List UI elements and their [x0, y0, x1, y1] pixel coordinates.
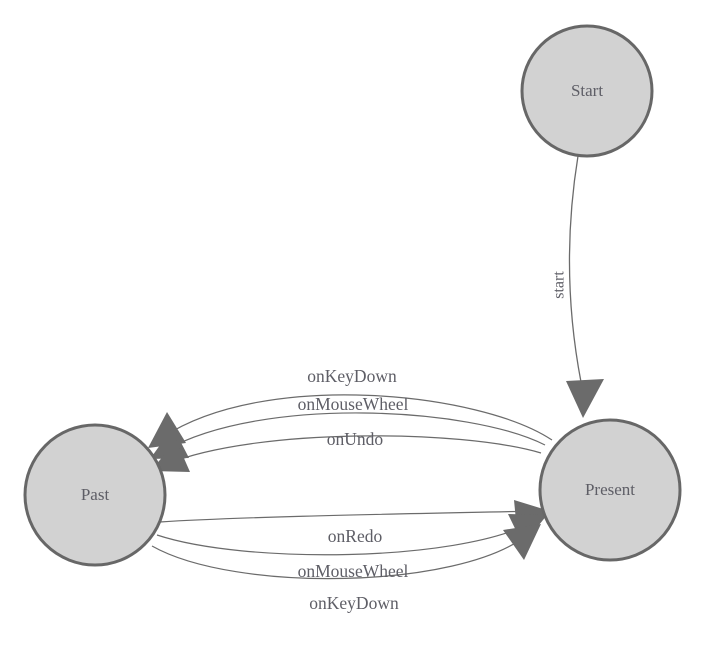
- node-start-circle: [520, 24, 654, 158]
- edge-labels-layer: start onKeyDown onMouseWheel onUndo onRe…: [298, 271, 568, 613]
- edge-start-to-present[interactable]: [566, 155, 604, 418]
- edge-past-to-present-onkeydown-path: [151, 534, 528, 580]
- edge-present-to-past-onkeydown-path: [162, 394, 553, 441]
- edge-label-start: start: [551, 271, 568, 299]
- edge-past-to-present-onkeydown[interactable]: [151, 524, 541, 580]
- arrowhead-start-to-present: [566, 379, 604, 418]
- arrowhead-past-to-present-onkeydown: [503, 524, 541, 560]
- node-past-circle: [23, 423, 167, 567]
- node-present-label: Present: [585, 480, 635, 499]
- node-start[interactable]: Start: [520, 24, 654, 158]
- edge-label-present-to-past-onundo: onUndo: [327, 429, 384, 449]
- nodes-layer: Start Past Present: [23, 24, 682, 567]
- node-present-circle: [538, 418, 682, 562]
- node-past-label: Past: [81, 485, 110, 504]
- node-start-label: Start: [571, 81, 603, 100]
- arrowhead-present-to-past-onundo: [151, 440, 190, 472]
- edge-label-past-to-present-onredo: onRedo: [328, 526, 383, 546]
- edge-label-past-to-present-onmousewheel: onMouseWheel: [298, 561, 409, 581]
- node-present[interactable]: Present: [538, 418, 682, 562]
- edge-present-to-past-onundo[interactable]: [151, 435, 542, 472]
- node-past[interactable]: Past: [23, 423, 167, 567]
- edge-start-to-present-path: [568, 155, 584, 393]
- edge-label-past-to-present-onkeydown: onKeyDown: [309, 593, 399, 613]
- edges-layer: [148, 155, 604, 580]
- edge-present-to-past-onundo-path: [166, 435, 542, 465]
- edge-past-to-present-onmousewheel-path: [156, 522, 532, 556]
- edge-present-to-past-onmousewheel-path: [165, 412, 546, 451]
- edge-past-to-present-onredo-path: [159, 510, 537, 523]
- edge-label-present-to-past-onmousewheel: onMouseWheel: [298, 394, 409, 414]
- edge-label-present-to-past-onkeydown: onKeyDown: [307, 366, 397, 386]
